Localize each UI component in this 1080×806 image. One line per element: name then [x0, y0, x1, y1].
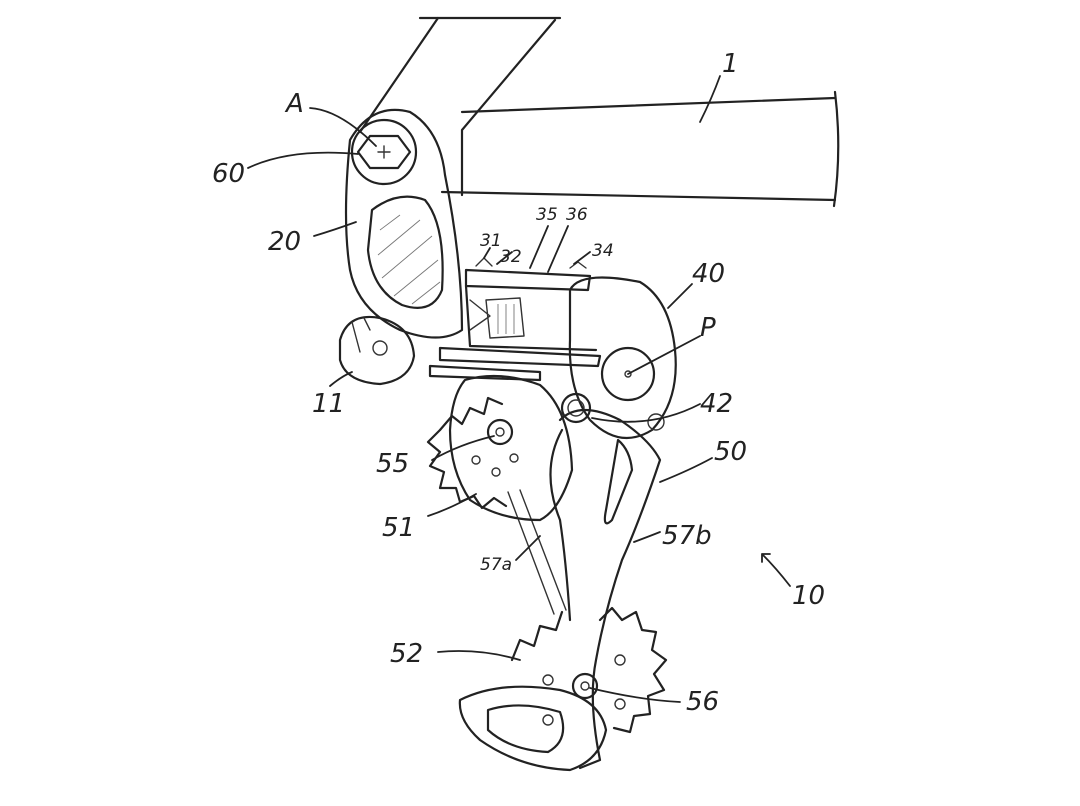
label-bolt: 60	[212, 159, 245, 189]
label-36: 36	[566, 205, 588, 225]
label-plate-a: 57a	[480, 555, 512, 575]
label-cage: 50	[714, 437, 747, 467]
label-32: 32	[500, 247, 522, 267]
label-axis-a: A	[284, 89, 304, 119]
pulley-cage	[448, 374, 662, 772]
label-35: 35	[536, 205, 558, 225]
lower-jockey-wheel	[510, 606, 668, 734]
axle-bolt	[350, 118, 418, 186]
label-hanger: 20	[268, 227, 301, 257]
parallelogram-linkage	[428, 225, 602, 382]
upper-jockey-wheel	[426, 396, 519, 510]
label-lower-pivot: 56	[686, 687, 719, 717]
label-lower-pulley: 52	[390, 639, 423, 669]
label-34: 34	[592, 241, 614, 261]
label-derailleur: 10	[792, 581, 825, 611]
label-plate-b: 57b	[662, 521, 712, 551]
barrel-adjuster	[338, 315, 416, 386]
label-42: 42	[700, 389, 733, 419]
label-pivot-housing: 40	[692, 259, 725, 289]
pivot-housing	[560, 276, 677, 440]
label-31: 31	[480, 231, 502, 251]
label-frame: 1	[722, 49, 739, 79]
leader-lines	[247, 75, 791, 703]
frame-chainstay	[358, 16, 840, 208]
derailleur-hanger	[344, 108, 464, 339]
label-upper-pulley: 51	[382, 513, 415, 543]
label-pivot-p: P	[700, 313, 716, 343]
label-upper-pivot: 55	[376, 449, 409, 479]
label-barrel: 11	[312, 389, 345, 419]
